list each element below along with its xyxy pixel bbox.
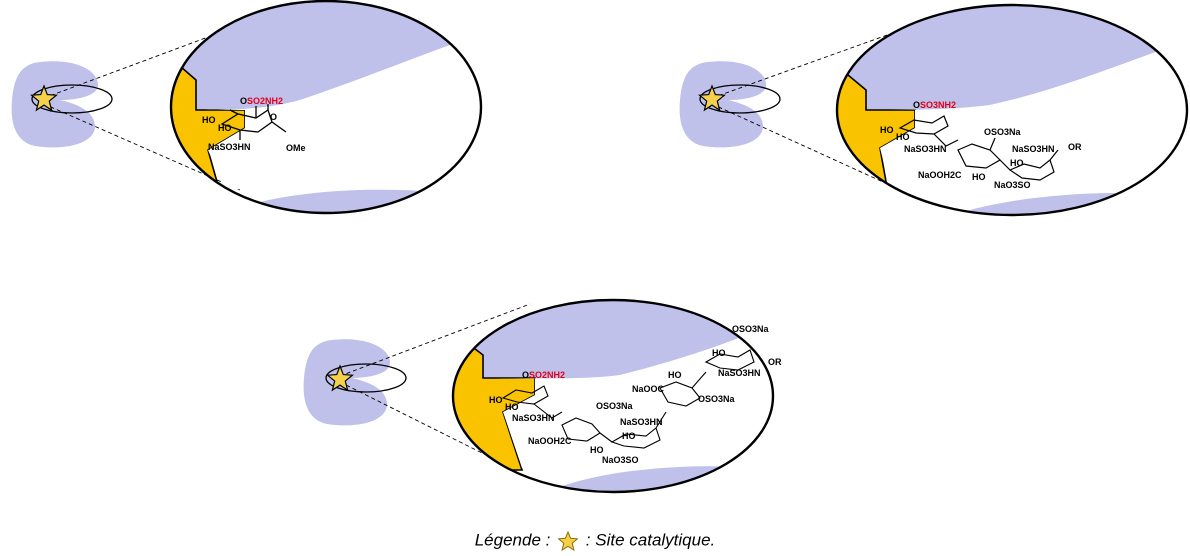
label-nhso3: NaSO3HN bbox=[208, 142, 251, 152]
label-or: OR bbox=[1068, 142, 1082, 152]
label-ho: HO bbox=[880, 125, 894, 135]
label-naso3o: NaO3SO bbox=[602, 455, 639, 465]
label-naso3o: NaO3SO bbox=[994, 180, 1031, 190]
zoom-source-oval bbox=[699, 84, 781, 114]
label-nhso3: NaSO3HN bbox=[904, 144, 947, 154]
zoom-source-oval bbox=[31, 84, 113, 114]
zoom-ellipse bbox=[835, 3, 1189, 217]
label-o: O bbox=[522, 370, 529, 380]
pocket-white bbox=[866, 40, 1187, 196]
label-oso3na-3: OSO3Na bbox=[732, 324, 770, 334]
pocket-white bbox=[483, 300, 773, 468]
zoom-line-top bbox=[711, 15, 941, 99]
legend: Légende : : Site catalytique. bbox=[0, 530, 1190, 551]
enzyme-pocket-bottom bbox=[530, 466, 773, 492]
star-icon bbox=[698, 84, 726, 112]
label-ho-3: HO bbox=[590, 445, 604, 455]
sulfamate-label: SO3NH2 bbox=[920, 100, 956, 110]
panel-2: O SO3NH2 HO HO NaSO3HN OSO3Na NaOOH2C HO… bbox=[679, 3, 1189, 217]
enzyme-pocket-top bbox=[837, 5, 1187, 112]
molecule bbox=[220, 104, 287, 140]
zoom-source-oval bbox=[325, 363, 407, 393]
label-naooc: NaOOH2C bbox=[918, 170, 962, 180]
sulfamate-label: SO2NH2 bbox=[529, 370, 565, 380]
enzyme-shape bbox=[303, 339, 390, 426]
zoom-line-bottom bbox=[711, 103, 906, 193]
molecule bbox=[501, 349, 755, 449]
label-ho-4: HO bbox=[622, 431, 636, 441]
sulfamate-label: SO2NH2 bbox=[247, 96, 283, 106]
legend-prefix: Légende : bbox=[474, 530, 556, 550]
label-ho-4: HO bbox=[1010, 158, 1024, 168]
label-o-ring: O bbox=[270, 112, 277, 122]
label-ho-2: HO bbox=[896, 132, 910, 142]
label-nhso3-b: NaSO3HN bbox=[620, 417, 663, 427]
label-ho-3: HO bbox=[972, 172, 986, 182]
legend-suffix: : Site catalytique. bbox=[581, 530, 716, 550]
star-icon bbox=[557, 530, 579, 551]
molecule bbox=[898, 115, 1059, 181]
label-ho-2: HO bbox=[218, 123, 232, 133]
zoom-ellipse bbox=[169, 0, 483, 215]
label-ho-5: HO bbox=[668, 370, 682, 380]
panel-1: O SO2NH2 HO HO O NaSO3HN OMe bbox=[11, 0, 483, 215]
enzyme-pocket-bottom bbox=[900, 193, 1187, 215]
zoom-ellipse bbox=[451, 298, 775, 494]
enzyme-shape bbox=[11, 61, 99, 148]
label-o: O bbox=[240, 96, 247, 106]
enzyme-shape bbox=[679, 61, 766, 148]
label-ho: HO bbox=[202, 115, 216, 125]
label-oso3na: OSO3Na bbox=[984, 127, 1022, 137]
label-ho: HO bbox=[489, 395, 503, 405]
zoom-line-top bbox=[43, 13, 271, 99]
label-naooc-2: NaOOC bbox=[632, 384, 665, 394]
label-ho-6: HO bbox=[712, 348, 726, 358]
enzyme-pocket-bottom bbox=[180, 189, 481, 213]
label-ho-2: HO bbox=[505, 402, 519, 412]
label-nhso3-b: NaSO3HN bbox=[1012, 144, 1055, 154]
pocket-white bbox=[196, 40, 470, 190]
label-o: O bbox=[913, 100, 920, 110]
star-icon bbox=[30, 84, 58, 112]
label-naooc: NaOOH2C bbox=[528, 436, 572, 446]
label-or: OR bbox=[768, 357, 782, 367]
label-ome: OMe bbox=[286, 143, 306, 153]
label-nhso3: NaSO3HN bbox=[512, 413, 555, 423]
panel-3: O SO2NH2 HO HO NaSO3HN OSO3Na NaOOH2C HO… bbox=[303, 298, 782, 494]
label-oso3na-2: OSO3Na bbox=[698, 394, 736, 404]
label-nhso3-c: NaSO3HN bbox=[718, 368, 761, 378]
star-icon bbox=[326, 364, 354, 392]
label-oso3na: OSO3Na bbox=[596, 401, 634, 411]
enzyme-pocket-top-2 bbox=[171, 1, 470, 120]
zoom-line-top bbox=[339, 303, 531, 377]
